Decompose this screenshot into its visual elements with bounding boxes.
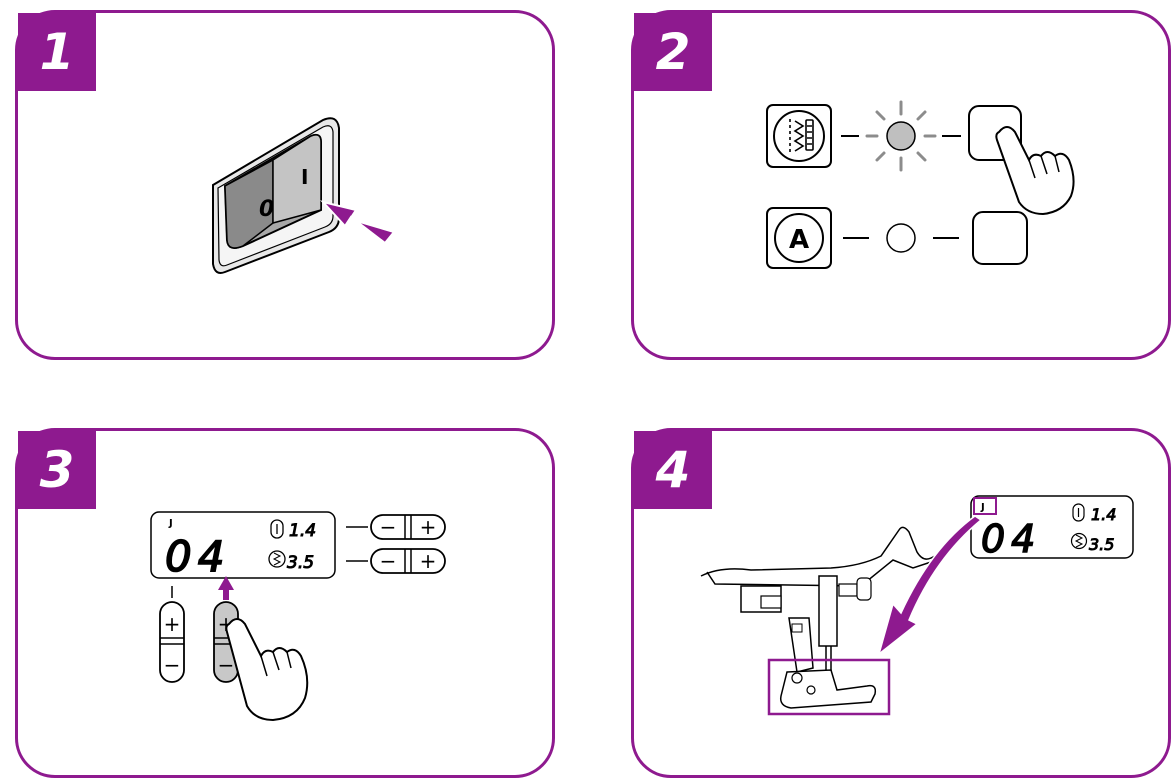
lcd-adjust-illustration: J 04 1.4 3.5 − + − + [150, 511, 446, 722]
presser-foot-letter: J [980, 502, 985, 513]
length-icon [268, 550, 286, 568]
length-adjust-buttons: − + [346, 548, 446, 574]
width-adjust-buttons: − + [346, 514, 446, 540]
pattern-number: 04 [165, 532, 230, 581]
blinking-rays [865, 100, 937, 172]
left-plus-minus-button: + − [159, 601, 185, 683]
svg-text:−: − [218, 653, 235, 677]
hand-pointer-icon [995, 126, 1075, 216]
presser-foot-letter: J [168, 518, 173, 529]
svg-text:+: + [420, 549, 437, 573]
indicator-lamp-off [886, 223, 916, 253]
step-4-panel: 4 J 04 1.4 3.5 [631, 428, 1171, 778]
step-number-badge: 3 [18, 431, 96, 509]
presser-foot [779, 669, 877, 709]
increase-arrow-icon [218, 576, 234, 600]
stitch-width-value: 1.4 [1091, 505, 1116, 524]
step-number-badge: 1 [18, 13, 96, 91]
zigzag-stitch-icon [789, 119, 814, 153]
width-icon [270, 519, 284, 539]
width-icon [1072, 503, 1085, 522]
pattern-number: 04 [981, 517, 1041, 561]
presser-foot-illustration: J 04 1.4 3.5 [700, 495, 1134, 716]
svg-text:+: + [420, 515, 437, 539]
step-number-badge: 2 [634, 13, 712, 91]
step-number-badge: 4 [634, 431, 712, 509]
step-2-panel: 2 A [631, 10, 1171, 360]
hand-pointer-icon [225, 618, 309, 722]
step-3-panel: 3 J 04 1.4 3.5 − + − + [15, 428, 555, 778]
stitch-length-value: 3.5 [1089, 535, 1114, 554]
switch-on-label: I [301, 165, 308, 189]
machine-head [700, 526, 944, 577]
power-switch-illustration: 0 I [212, 117, 396, 274]
panel-frame [631, 10, 1171, 360]
auto-button-label: A [789, 225, 809, 255]
svg-text:−: − [164, 653, 181, 677]
press-arrow-icon [320, 200, 396, 245]
switch-off-label: 0 [259, 197, 274, 222]
svg-text:−: − [380, 515, 397, 539]
foot-letter-highlight [973, 497, 997, 515]
button-panel-illustration: A [766, 100, 1075, 269]
stitch-width-value: 1.4 [289, 521, 316, 541]
indicator-lamp-lit [886, 121, 916, 151]
svg-text:−: − [380, 549, 397, 573]
step-1-panel: 1 0 I [15, 10, 555, 360]
curved-arrow-icon [877, 515, 983, 657]
presser-foot-highlight [767, 658, 891, 716]
panel-frame [631, 428, 1171, 778]
stitch-pattern-button [773, 110, 825, 162]
panel-frame [15, 428, 555, 778]
lcd-display [150, 511, 336, 579]
svg-text:+: + [164, 612, 181, 636]
selection-button-bottom [972, 211, 1028, 265]
length-icon [1070, 532, 1088, 550]
stitch-length-value: 3.5 [287, 553, 314, 573]
